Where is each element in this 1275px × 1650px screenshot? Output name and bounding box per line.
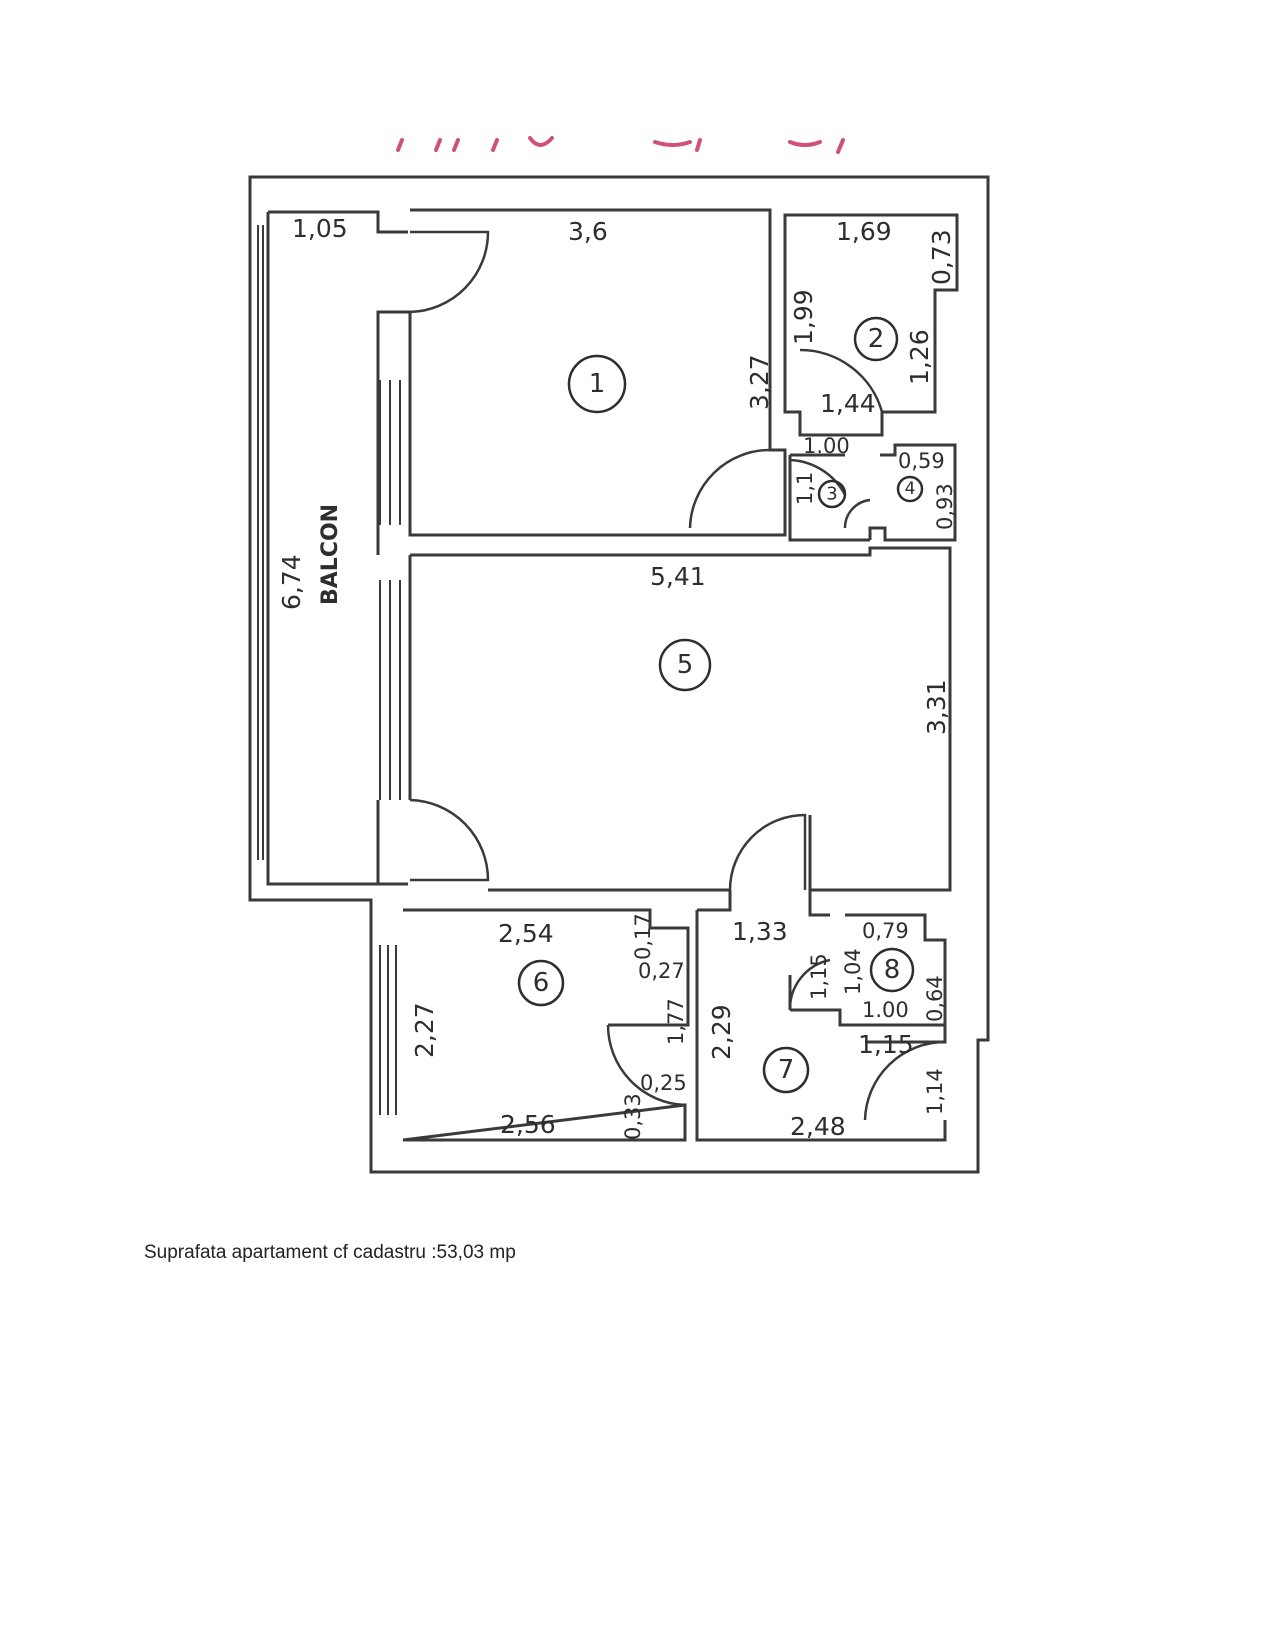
balcony-railing [257,225,264,860]
dim-label: 1,99 [789,289,818,345]
balcony-outline [266,210,408,886]
room-number-4: 4 [905,479,916,499]
dim-label: 3,27 [745,354,774,410]
dim-label: 1,14 [923,1068,947,1115]
dim-label: 1,05 [292,214,348,243]
dim-label: 2,54 [498,919,554,948]
dim-label: 0,59 [898,449,945,473]
room-number-7: 7 [778,1055,795,1085]
dim-label: 1,04 [841,948,865,995]
dim-label: 2,27 [410,1002,439,1058]
dim-label: 1,1 [793,472,817,505]
dim-label: 0,64 [923,975,947,1022]
dim-label: 0,27 [638,959,685,983]
apartment-area-note: Suprafata apartament cf cadastru :53,03 … [144,1242,516,1263]
dim-label: 2,29 [707,1004,736,1060]
room-5-outline [376,546,952,892]
room-7-outline [695,890,947,1142]
dim-label: 0,25 [640,1071,687,1095]
dim-label: 1,15 [858,1030,914,1059]
exterior-wall [248,175,990,1174]
dim-label: 5,41 [650,562,706,591]
dim-label: 0,79 [862,919,909,943]
room-number-5: 5 [677,650,694,680]
dimension-labels: 1,05 6,74 BALCON 3,6 3,27 1,69 0,73 1,99… [277,214,957,1141]
handwritten-annotation [396,136,845,154]
dim-label: 3,31 [922,679,951,735]
dim-label: 1,44 [820,389,876,418]
dim-label: 0,93 [933,483,957,530]
dim-label: 1,77 [664,998,688,1045]
room-number-8: 8 [884,955,901,985]
dim-label: 1,69 [836,217,892,246]
room-number-6: 6 [533,968,550,998]
room-3-outline [788,453,870,542]
room-1-outline [376,208,787,555]
dim-label: 2,48 [790,1112,846,1141]
dim-label: 0,17 [631,913,655,960]
dim-label: 1,33 [732,917,788,946]
dim-label: 1.00 [862,998,909,1022]
room-number-3: 3 [826,484,837,505]
dim-label: 0,73 [927,229,956,285]
room-number-2: 2 [868,324,885,354]
window [379,380,401,1115]
door-swings [409,230,946,1121]
dim-label: 1,26 [905,329,934,385]
dim-label: 0,33 [621,1093,645,1140]
room-4-outline [868,443,957,542]
dim-label: 6,74 [277,554,306,610]
balcony-label: BALCON [318,504,343,605]
dim-label: 1.00 [803,434,850,458]
dim-label: 1,15 [807,953,831,1000]
room-markers: 1 2 3 4 5 6 7 8 [517,316,924,1094]
room-6-outline [402,908,690,1142]
room-number-1: 1 [589,369,606,399]
dim-label: 2,56 [500,1110,556,1139]
dim-label: 3,6 [568,217,608,246]
